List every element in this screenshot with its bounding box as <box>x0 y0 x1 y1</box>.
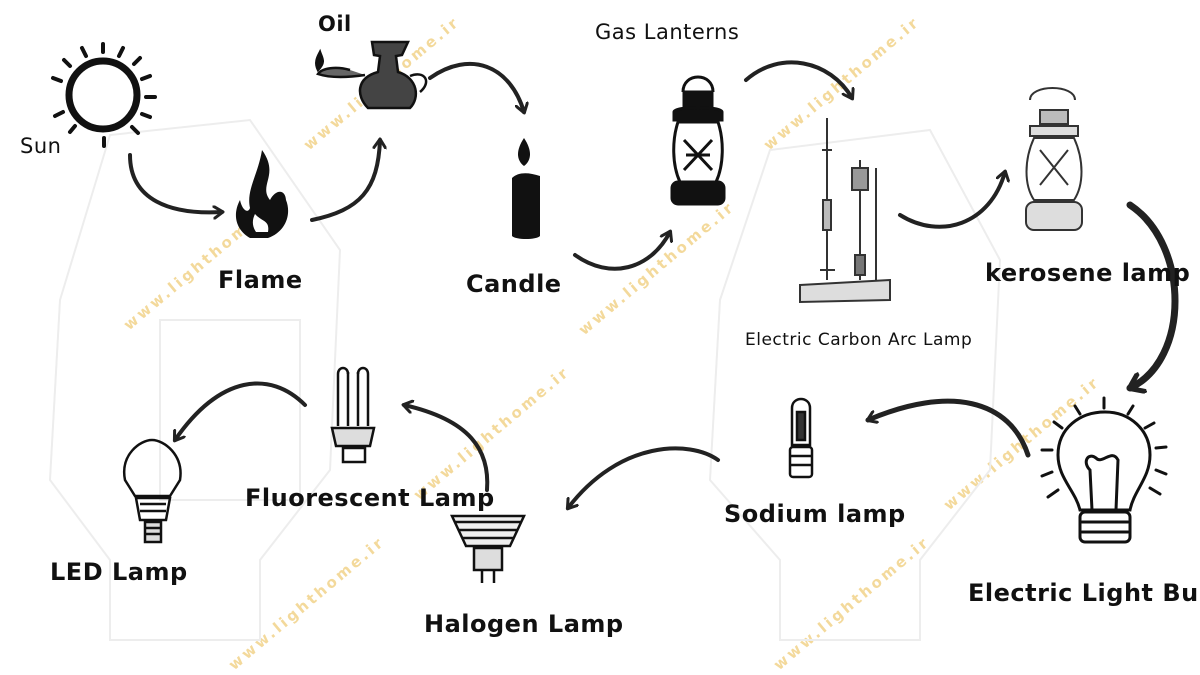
arrow-carbon-to-kerosene <box>898 172 1005 229</box>
oil-lamp-icon <box>315 40 428 110</box>
sun-icon <box>51 42 157 148</box>
flow-arrows <box>128 60 1179 508</box>
label-sun: Sun <box>20 134 62 158</box>
fluorescent-lamp-icon <box>330 366 376 464</box>
flame-icon <box>235 150 289 238</box>
arrow-candle-to-gas <box>573 232 670 271</box>
arrow-fluorescent-to-led <box>175 381 307 440</box>
label-oil: Oil <box>318 12 352 36</box>
arrow-sun-to-flame <box>128 153 222 212</box>
label-gas-lanterns: Gas Lanterns <box>595 20 740 44</box>
label-candle: Candle <box>466 270 562 298</box>
light-bulb-icon <box>1040 396 1168 544</box>
candle-icon <box>512 138 540 239</box>
arrow-oil-to-candle <box>428 61 524 112</box>
label-carbon-arc-lamp: Electric Carbon Arc Lamp <box>745 330 973 350</box>
halogen-lamp-icon <box>450 514 526 583</box>
background-bulb-outlines <box>48 118 1002 641</box>
label-halogen-lamp: Halogen Lamp <box>424 610 624 638</box>
arrow-kerosene-to-bulb <box>1126 201 1179 388</box>
label-electric-light-bulb: Electric Light Bulb <box>968 579 1200 607</box>
led-lamp-icon <box>122 438 182 544</box>
label-led-lamp: LED Lamp <box>50 558 188 586</box>
label-sodium-lamp: Sodium lamp <box>724 500 906 528</box>
arrow-sodium-to-halogen <box>568 446 720 508</box>
arrow-gas-to-carbon <box>744 60 852 98</box>
label-fluorescent-lamp: Fluorescent Lamp <box>245 484 495 512</box>
arrow-halogen-to-fluorescent <box>404 405 490 492</box>
kerosene-lamp-icon <box>1025 87 1083 231</box>
label-kerosene-lamp: kerosene lamp <box>985 259 1191 287</box>
arrow-bulb-to-sodium <box>865 398 1031 458</box>
gas-lantern-icon <box>670 75 726 206</box>
label-flame: Flame <box>218 266 303 294</box>
sodium-lamp-icon <box>788 397 814 479</box>
carbon-arc-lamp-icon <box>799 118 891 304</box>
arrow-flame-to-oil <box>310 140 380 222</box>
